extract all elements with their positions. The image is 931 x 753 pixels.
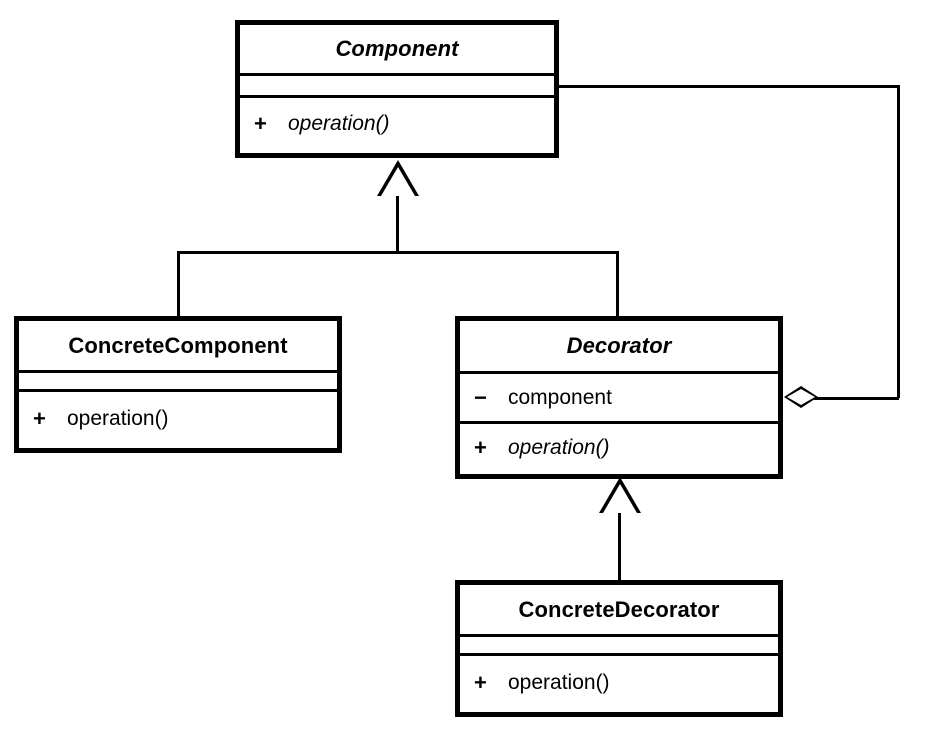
class-operations-compartment-concrete-component: + operation() <box>19 392 337 445</box>
class-box-concrete-component[interactable]: ConcreteComponent + operation() <box>14 316 342 453</box>
class-operation-row: + operation() <box>460 435 778 461</box>
generalization-branch-bar <box>177 251 616 254</box>
class-box-decorator[interactable]: Decorator − component + operation() <box>455 316 783 479</box>
aggregation-edge-right-segment <box>897 85 900 398</box>
visibility-marker: + <box>474 669 487 695</box>
class-box-concrete-decorator[interactable]: ConcreteDecorator + operation() <box>455 580 783 717</box>
class-attributes-compartment-concrete-component <box>19 373 337 392</box>
attribute-name: component <box>508 385 612 409</box>
generalization-stem-component <box>396 194 399 252</box>
class-attribute-row: − component <box>460 385 778 411</box>
class-operations-compartment-component: + operation() <box>240 98 554 150</box>
aggregation-diamond-icon <box>784 386 818 408</box>
operation-name: operation() <box>288 112 390 135</box>
class-attributes-compartment-component <box>240 76 554 98</box>
aggregation-edge-bottom-segment <box>814 397 899 400</box>
class-operation-row: + operation() <box>240 111 554 137</box>
visibility-marker: + <box>474 434 487 460</box>
class-name-decorator: Decorator <box>566 333 672 358</box>
class-box-component[interactable]: Component + operation() <box>235 20 559 158</box>
visibility-marker: + <box>254 111 267 136</box>
aggregation-edge-top-segment <box>558 85 899 88</box>
visibility-marker: + <box>33 405 46 431</box>
class-name-concrete-component: ConcreteComponent <box>68 332 288 358</box>
visibility-marker: − <box>474 384 487 410</box>
class-name-concrete-decorator: ConcreteDecorator <box>518 596 720 622</box>
class-operations-compartment-concrete-decorator: + operation() <box>460 656 778 709</box>
class-attributes-compartment-decorator: − component <box>460 374 778 424</box>
class-name-compartment-decorator: Decorator <box>460 321 778 374</box>
class-attributes-compartment-concrete-decorator <box>460 637 778 656</box>
class-name-compartment-component: Component <box>240 25 554 76</box>
generalization-drop-concrete-component <box>177 251 180 318</box>
class-name-compartment-concrete-decorator: ConcreteDecorator <box>460 585 778 637</box>
class-name-compartment-concrete-component: ConcreteComponent <box>19 321 337 373</box>
class-operation-row: + operation() <box>460 670 778 696</box>
generalization-stem-decorator <box>618 511 621 582</box>
generalization-drop-decorator <box>616 251 619 318</box>
class-name-component: Component <box>335 36 459 61</box>
operation-name: operation() <box>67 406 169 430</box>
class-operation-row: + operation() <box>19 406 337 432</box>
operation-name: operation() <box>508 435 610 459</box>
operation-name: operation() <box>508 670 610 694</box>
class-operations-compartment-decorator: + operation() <box>460 424 778 471</box>
